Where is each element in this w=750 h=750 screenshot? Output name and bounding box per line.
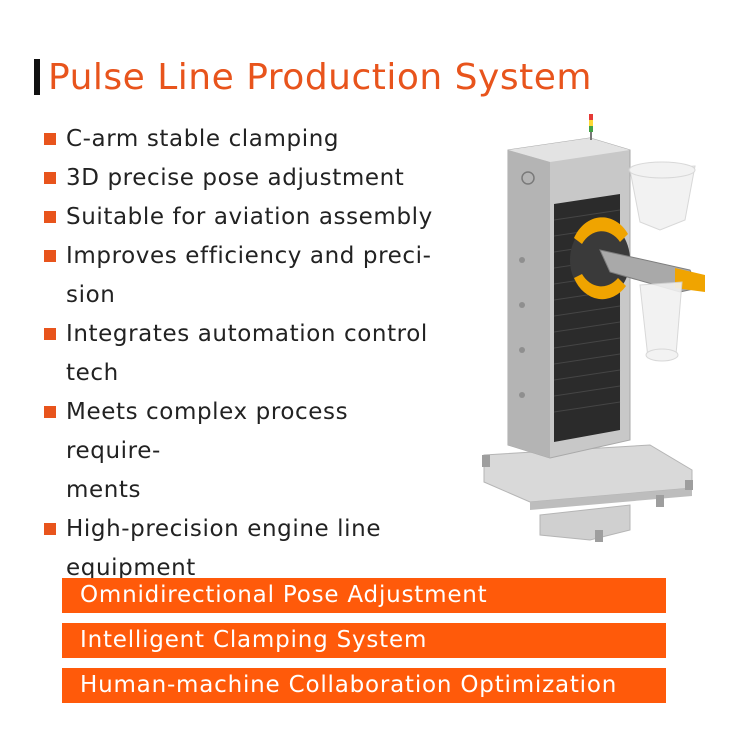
feature-text-cont: equipment [66,555,196,581]
bullet-square-icon [44,250,56,262]
page-title: Pulse Line Production System [48,56,592,98]
feature-item: Improves efficiency and preci- sion [44,237,444,315]
banner-clamping-system: Intelligent Clamping System [62,623,666,658]
title-accent-bar [34,59,40,95]
feature-text-cont: sion [66,282,116,308]
title-block: Pulse Line Production System [34,54,592,100]
feature-item: High-precision engine line equipment [44,510,444,588]
feature-text: 3D precise pose adjustment [66,165,405,191]
feature-text-cont: tech [66,360,119,386]
highlight-banners: Omnidirectional Pose Adjustment Intellig… [62,578,666,713]
feature-text: High-precision engine line [66,516,382,542]
bullet-square-icon [44,172,56,184]
feature-text: Suitable for aviation assembly [66,204,433,230]
feature-text: Improves efficiency and preci- [66,243,432,269]
feature-item: C-arm stable clamping [44,120,444,159]
feature-item: Meets complex process require- ments [44,393,444,510]
feature-item: 3D precise pose adjustment [44,159,444,198]
bullet-square-icon [44,133,56,145]
feature-item: Suitable for aviation assembly [44,198,444,237]
feature-list: C-arm stable clamping 3D precise pose ad… [44,120,444,588]
feature-text: Integrates automation control [66,321,428,347]
feature-text: C-arm stable clamping [66,126,340,152]
bullet-square-icon [44,211,56,223]
feature-item: Integrates automation control tech [44,315,444,393]
banner-pose-adjustment: Omnidirectional Pose Adjustment [62,578,666,613]
bullet-square-icon [44,328,56,340]
bullet-square-icon [44,523,56,535]
c-arm-machine-illustration [482,114,705,542]
bullet-square-icon [44,406,56,418]
banner-collaboration: Human-machine Collaboration Optimization [62,668,666,703]
feature-text: Meets complex process require- [66,399,349,464]
feature-text-cont: ments [66,477,142,503]
